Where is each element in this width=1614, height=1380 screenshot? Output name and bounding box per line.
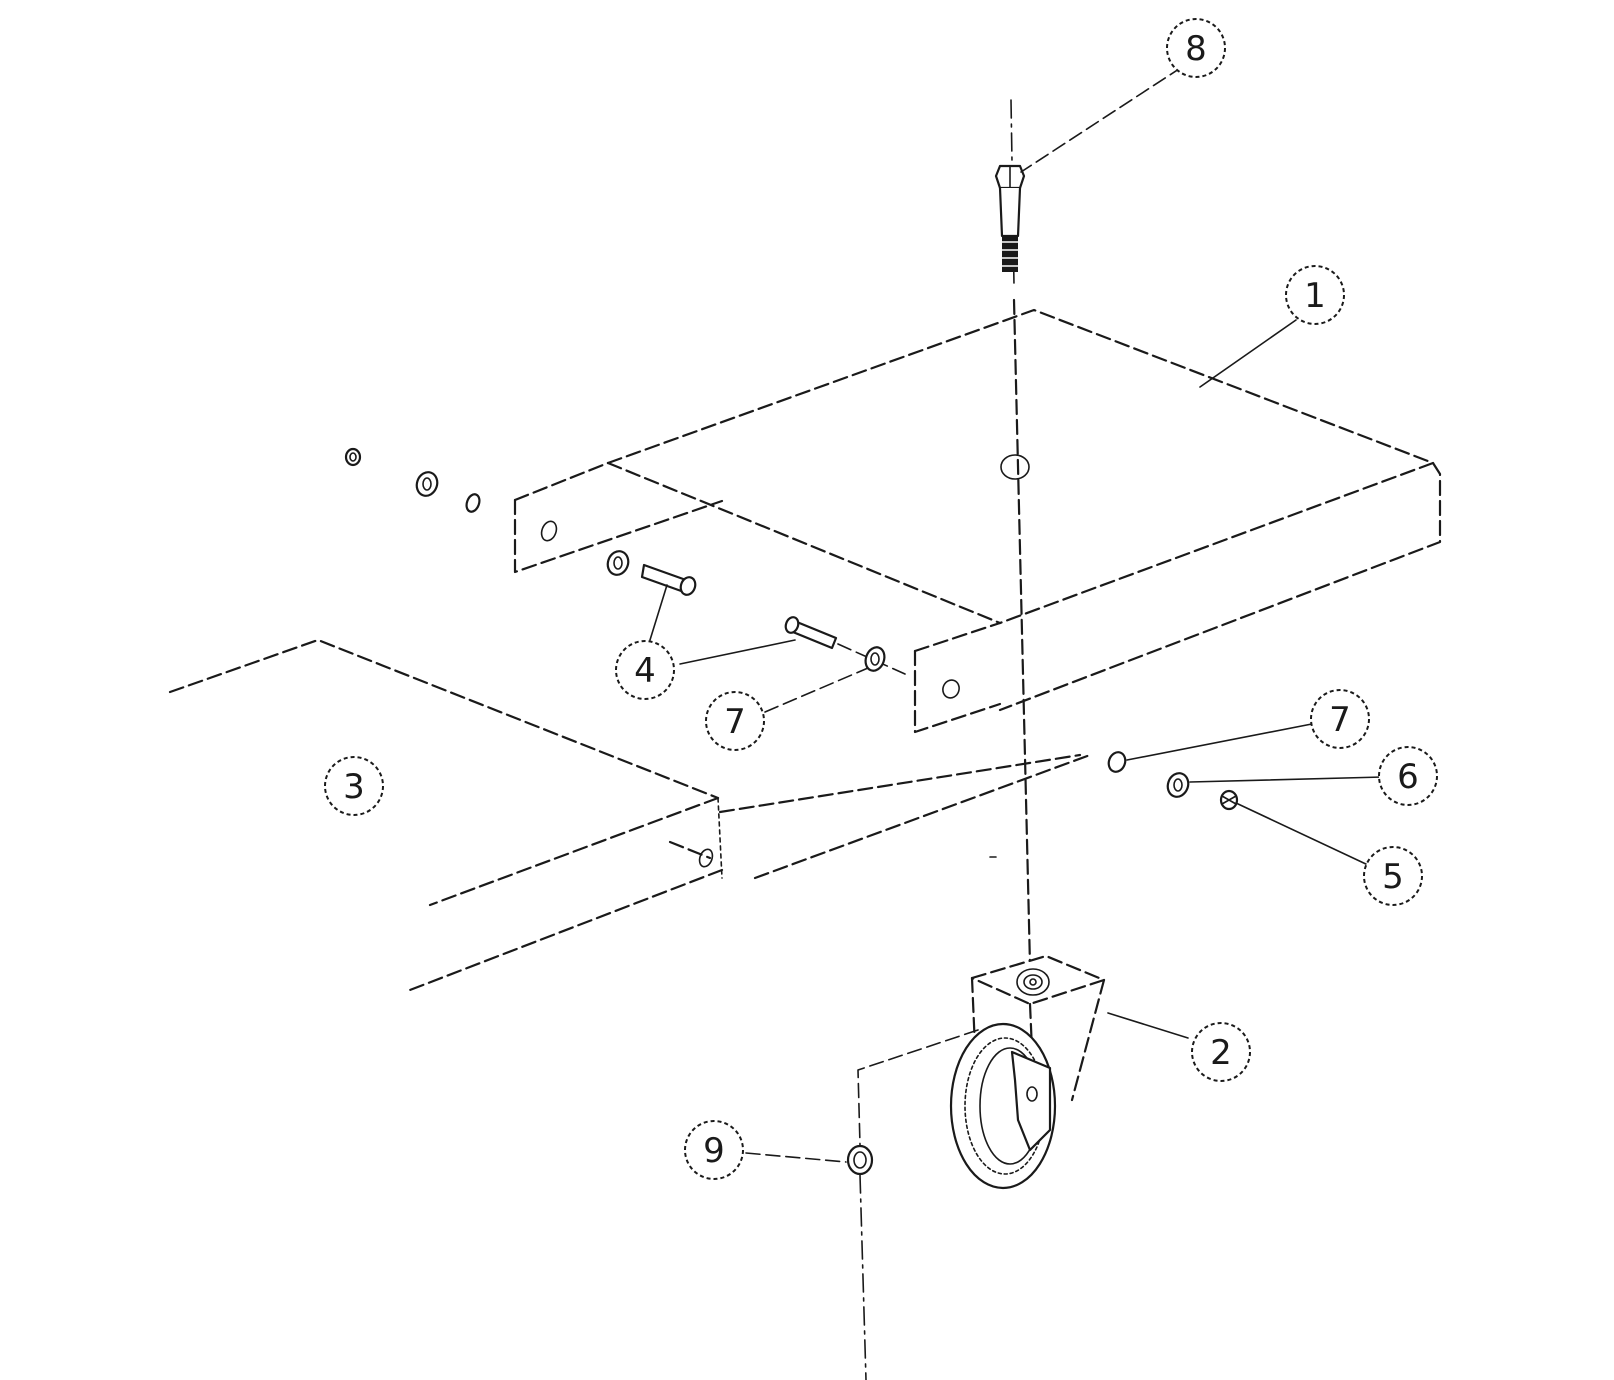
bracket-part-1 bbox=[513, 308, 1442, 734]
balloon-6-label: 6 bbox=[1397, 757, 1419, 797]
balloon-1: 1 bbox=[1285, 265, 1345, 325]
nut-part-9 bbox=[846, 1144, 874, 1176]
balloon-9-label: 9 bbox=[703, 1131, 725, 1171]
balloon-4-label: 4 bbox=[634, 651, 656, 691]
balloon-8-label: 8 bbox=[1185, 29, 1207, 69]
balloon-4: 4 bbox=[615, 640, 675, 700]
balloon-7-right-label: 7 bbox=[1329, 700, 1351, 740]
frame-part-3 bbox=[168, 638, 1092, 992]
washer-left-3 bbox=[465, 493, 481, 513]
lock-washer-part-6 bbox=[1166, 772, 1190, 798]
balloon-2-label: 2 bbox=[1210, 1033, 1232, 1073]
balloon-6: 6 bbox=[1378, 746, 1438, 806]
caster-dashed-path bbox=[857, 1029, 979, 1380]
pin-part-4-left bbox=[640, 563, 697, 596]
bolt-part-8 bbox=[994, 164, 1026, 272]
balloon-1-label: 1 bbox=[1304, 276, 1326, 316]
balloon-7-left-label: 7 bbox=[724, 702, 746, 742]
balloon-3-label: 3 bbox=[343, 767, 365, 807]
nut-part-5 bbox=[1219, 789, 1239, 811]
balloon-3: 3 bbox=[324, 756, 384, 816]
caster-wheel-part-2 bbox=[949, 954, 1106, 1190]
balloon-8: 8 bbox=[1166, 18, 1226, 78]
balloon-7-right: 7 bbox=[1310, 689, 1370, 749]
balloon-9: 9 bbox=[684, 1120, 744, 1180]
lock-washer-left-1 bbox=[415, 471, 439, 497]
balloon-2: 2 bbox=[1191, 1022, 1251, 1082]
lock-washer-left-2 bbox=[606, 550, 630, 576]
washer-part-7-right bbox=[1107, 751, 1127, 773]
balloon-5-label: 5 bbox=[1382, 857, 1404, 897]
leader-lines bbox=[649, 66, 1384, 1163]
pin-part-4-right bbox=[784, 616, 906, 675]
nut-left-1 bbox=[344, 447, 362, 467]
balloon-5: 5 bbox=[1363, 846, 1423, 906]
balloon-7-left: 7 bbox=[705, 691, 765, 751]
washer-part-7-center bbox=[864, 646, 886, 672]
